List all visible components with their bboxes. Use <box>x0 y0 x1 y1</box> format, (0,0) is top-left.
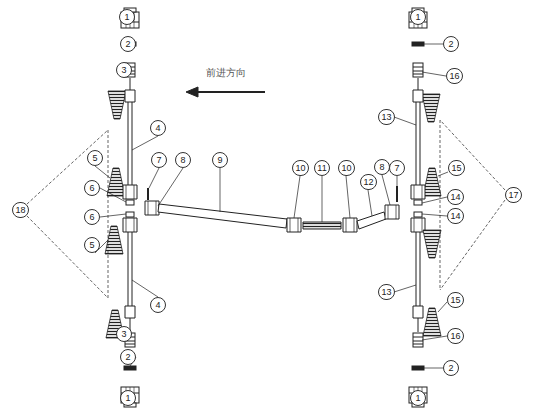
callout-text: 11 <box>317 164 326 173</box>
callout-number: 6 <box>84 209 100 225</box>
callout-text: 10 <box>295 164 305 173</box>
callout-text: 16 <box>450 332 460 341</box>
callout-number: 3 <box>116 326 132 342</box>
callout-text: 15 <box>450 296 460 305</box>
callout-number: 2 <box>443 36 459 52</box>
callout-number: 12 <box>360 174 377 190</box>
callout-text: 1 <box>415 13 420 22</box>
callout-number: 13 <box>378 109 395 125</box>
callout-number: 5 <box>87 150 103 166</box>
callout-text: 2 <box>448 40 453 49</box>
callout-text: 1 <box>125 394 130 403</box>
callout-text: 5 <box>92 154 97 163</box>
callout-number: 1 <box>120 390 136 406</box>
callout-number: 5 <box>84 237 100 253</box>
callout-number: 2 <box>120 349 136 365</box>
callout-number: 15 <box>447 292 464 308</box>
callout-number: 7 <box>151 152 167 168</box>
callout-text: 14 <box>450 193 460 202</box>
callout-text: 2 <box>125 40 130 49</box>
callout-number: 6 <box>84 180 100 196</box>
callout-number: 2 <box>443 360 459 376</box>
callout-number: 10 <box>338 160 355 176</box>
callout-number: 11 <box>314 160 330 176</box>
callout-number: 7 <box>389 160 405 176</box>
callout-number: 8 <box>374 159 390 175</box>
callout-text: 12 <box>363 178 373 187</box>
callout-number: 4 <box>150 120 166 136</box>
callout-text: 2 <box>125 353 130 362</box>
callout-number: 15 <box>448 160 465 176</box>
callout-text: 7 <box>394 164 399 173</box>
callout-text: 3 <box>121 66 126 75</box>
callout-number: 8 <box>175 152 191 168</box>
callout-number: 9 <box>212 152 228 168</box>
callout-number: 2 <box>120 36 136 52</box>
callout-text: 7 <box>156 156 161 165</box>
callout-number: 4 <box>150 297 166 313</box>
callout-text: 10 <box>341 164 351 173</box>
callout-text: 6 <box>89 213 94 222</box>
callout-text: 15 <box>451 164 461 173</box>
callout-text: 1 <box>415 394 420 403</box>
callout-text: 13 <box>381 288 391 297</box>
callout-number: 17 <box>505 187 522 203</box>
callout-text: 4 <box>155 301 160 310</box>
callout-number: 16 <box>446 68 463 84</box>
callout-number: 10 <box>292 160 309 176</box>
callout-text: 5 <box>89 241 94 250</box>
callout-text: 18 <box>15 206 25 215</box>
callout-number: 13 <box>378 284 395 300</box>
direction-label: 前进方向 <box>205 66 247 80</box>
callout-number: 1 <box>410 9 426 25</box>
callout-number: 3 <box>116 62 132 78</box>
callout-text: 9 <box>217 156 222 165</box>
callout-text: 4 <box>155 124 160 133</box>
callout-text: 1 <box>124 13 129 22</box>
callout-text: 8 <box>379 163 384 172</box>
callout-text: 6 <box>89 184 94 193</box>
callout-text: 8 <box>180 156 185 165</box>
callout-number: 16 <box>447 328 464 344</box>
callout-text: 17 <box>508 191 518 200</box>
callout-text: 16 <box>449 72 459 81</box>
callout-number: 14 <box>447 189 464 205</box>
callout-text: 14 <box>450 212 460 221</box>
callout-number: 1 <box>410 390 426 406</box>
callout-number: 1 <box>119 9 135 25</box>
callout-text: 2 <box>448 364 453 373</box>
callout-number: 18 <box>12 202 29 218</box>
callout-text: 13 <box>381 113 391 122</box>
callout-number: 14 <box>447 208 464 224</box>
callout-text: 3 <box>121 330 126 339</box>
